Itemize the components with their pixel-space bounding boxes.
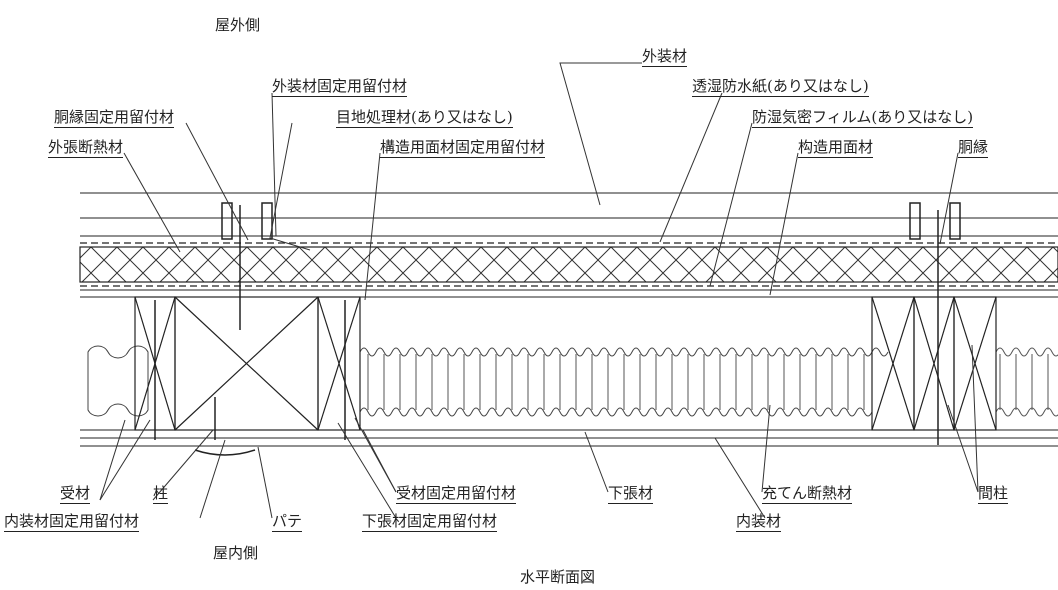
label-cavity-insulation: 充てん断熱材 bbox=[762, 484, 853, 504]
fasteners bbox=[154, 205, 939, 445]
exterior-cladding bbox=[80, 192, 1058, 237]
label-post: 柱 bbox=[153, 484, 169, 504]
label-exterior-insulation: 外張断熱材 bbox=[48, 138, 124, 158]
label-furring: 胴縁 bbox=[958, 138, 989, 158]
putty bbox=[194, 449, 256, 456]
structural-panel bbox=[80, 289, 1058, 298]
label-putty: パテ bbox=[272, 512, 303, 532]
exterior-insulation bbox=[79, 246, 1058, 283]
right-stud-assembly bbox=[871, 296, 997, 431]
label-vapor-barrier: 防湿気密フィルム(あり又はなし) bbox=[752, 108, 974, 128]
label-cladding-fastener: 外装材固定用留付材 bbox=[272, 77, 408, 97]
label-receiving-member: 受材 bbox=[60, 484, 91, 504]
interior-layers bbox=[80, 429, 1058, 447]
label-exterior-cladding: 外装材 bbox=[642, 47, 688, 67]
label-structural-panel: 构造用面材 bbox=[798, 138, 874, 158]
label-structural-panel-fastener: 構造用面材固定用留付材 bbox=[380, 138, 546, 158]
leader-lines bbox=[99, 62, 979, 519]
label-receiving-fastener: 受材固定用留付材 bbox=[396, 484, 517, 504]
furring-strips bbox=[221, 202, 961, 240]
label-underlay: 下張材 bbox=[608, 484, 654, 504]
figure-caption: 水平断面図 bbox=[520, 568, 596, 586]
label-furring-fastener: 胴縁固定用留付材 bbox=[54, 108, 175, 128]
cavity-insulation bbox=[87, 345, 1058, 417]
label-stud: 間柱 bbox=[978, 484, 1009, 504]
left-post-assembly bbox=[134, 296, 361, 431]
label-interior-finish: 内装材 bbox=[736, 512, 782, 532]
label-joint-sealant: 目地処理材(あり又はなし) bbox=[336, 108, 513, 128]
label-breathable-sheet: 透湿防水紙(あり又はなし) bbox=[692, 77, 869, 97]
label-underlay-fastener: 下張材固定用留付材 bbox=[362, 512, 498, 532]
side-exterior-label: 屋外側 bbox=[215, 16, 261, 34]
side-interior-label: 屋内側 bbox=[213, 544, 259, 562]
label-interior-fastener: 内装材固定用留付材 bbox=[4, 512, 140, 532]
